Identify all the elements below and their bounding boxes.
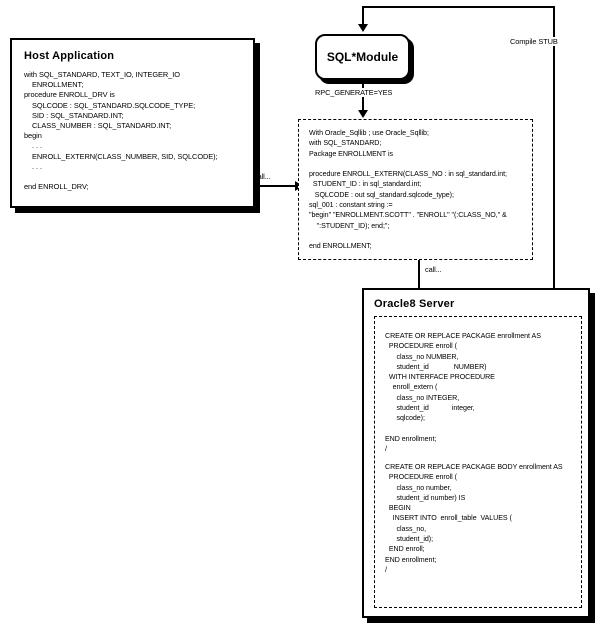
oracle-server-packages-region: CREATE OR REPLACE PACKAGE enrollment AS … — [374, 316, 582, 608]
call-host-stub-line — [244, 185, 300, 187]
package-body-code: CREATE OR REPLACE PACKAGE BODY enrollmen… — [385, 463, 563, 574]
rpc-generate-connector — [362, 80, 364, 115]
package-spec-code: CREATE OR REPLACE PACKAGE enrollment AS … — [385, 332, 541, 454]
sql-module-input-connector — [362, 6, 364, 27]
rpc-generate-label: RPC_GENERATE=YES — [314, 88, 394, 97]
call-host-to-stub-label: call... — [253, 172, 272, 181]
host-application-code: with SQL_STANDARD, TEXT_IO, INTEGER_IO E… — [24, 70, 218, 192]
compile-stub-label: Compile STUB — [509, 37, 559, 46]
sql-module-input-arrowhead — [358, 24, 368, 32]
sql-module-box: SQL*Module — [315, 34, 410, 80]
oracle-server-box: Oracle8 Server CREATE OR REPLACE PACKAGE… — [362, 288, 590, 618]
oracle-server-title: Oracle8 Server — [374, 298, 455, 310]
generated-stub-box: With Oracle_Sqllib ; use Oracle_Sqllib; … — [298, 119, 533, 260]
host-application-title: Host Application — [24, 50, 115, 62]
call-stub-to-server-label: call... — [424, 265, 443, 274]
call-stub-server-line — [418, 258, 420, 296]
rpc-generate-arrowhead — [358, 110, 368, 118]
generated-stub-code: With Oracle_Sqllib ; use Oracle_Sqllib; … — [309, 129, 507, 251]
compile-stub-top-connector — [362, 6, 555, 8]
sql-module-title: SQL*Module — [326, 50, 399, 64]
host-application-box: Host Application with SQL_STANDARD, TEXT… — [10, 38, 255, 208]
compile-stub-right-riser — [553, 6, 555, 295]
